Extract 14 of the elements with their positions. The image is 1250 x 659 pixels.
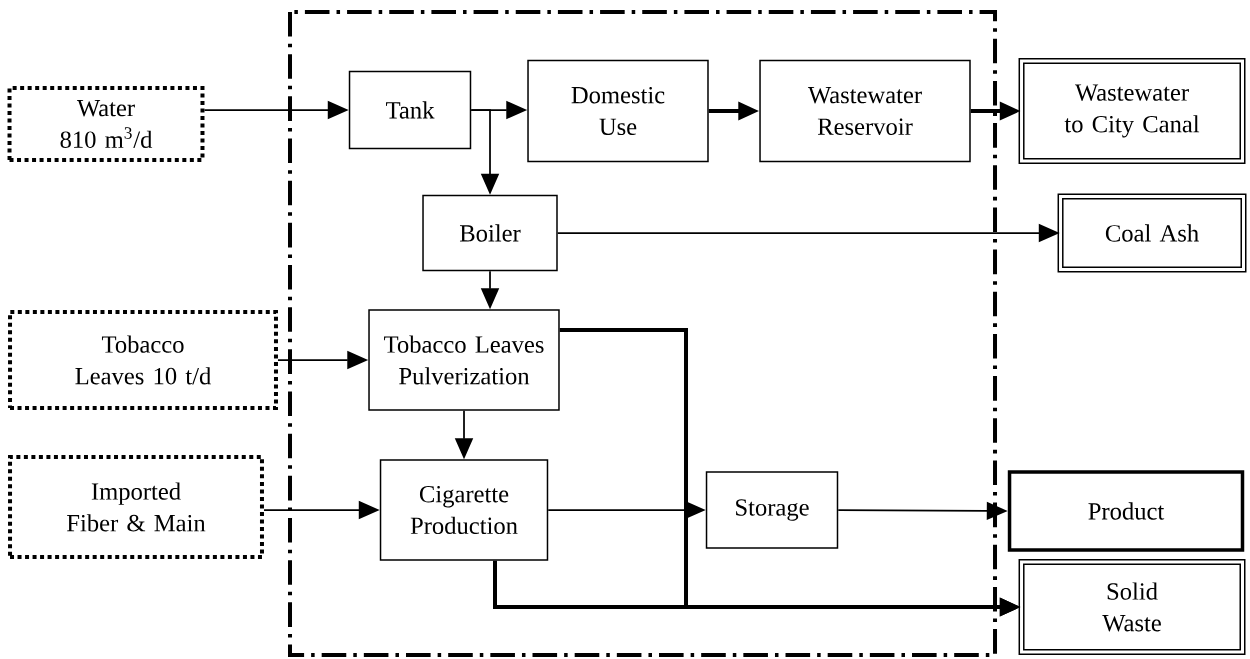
process-box: Cigarette Production xyxy=(379,459,549,561)
output-box: Coal Ash xyxy=(1057,193,1247,273)
process-box: Domestic Use xyxy=(527,59,709,163)
process-box: Tank xyxy=(348,70,472,150)
input-box: Tobacco Leaves 10 t/d xyxy=(8,310,278,410)
output-box: Solid Waste xyxy=(1018,559,1246,655)
process-box: Boiler xyxy=(422,194,558,272)
process-box: Tobacco Leaves Pulverization xyxy=(368,309,560,411)
input-box: Imported Fiber & Main xyxy=(8,455,264,559)
process-box: Storage xyxy=(705,471,839,549)
output-box: Wastewater to City Canal xyxy=(1018,58,1246,164)
input-box: Water 810 m$^{3}$/d xyxy=(7,86,205,162)
process-box: Wastewater Reservoir xyxy=(759,59,971,163)
output-box: Product xyxy=(1007,470,1245,552)
